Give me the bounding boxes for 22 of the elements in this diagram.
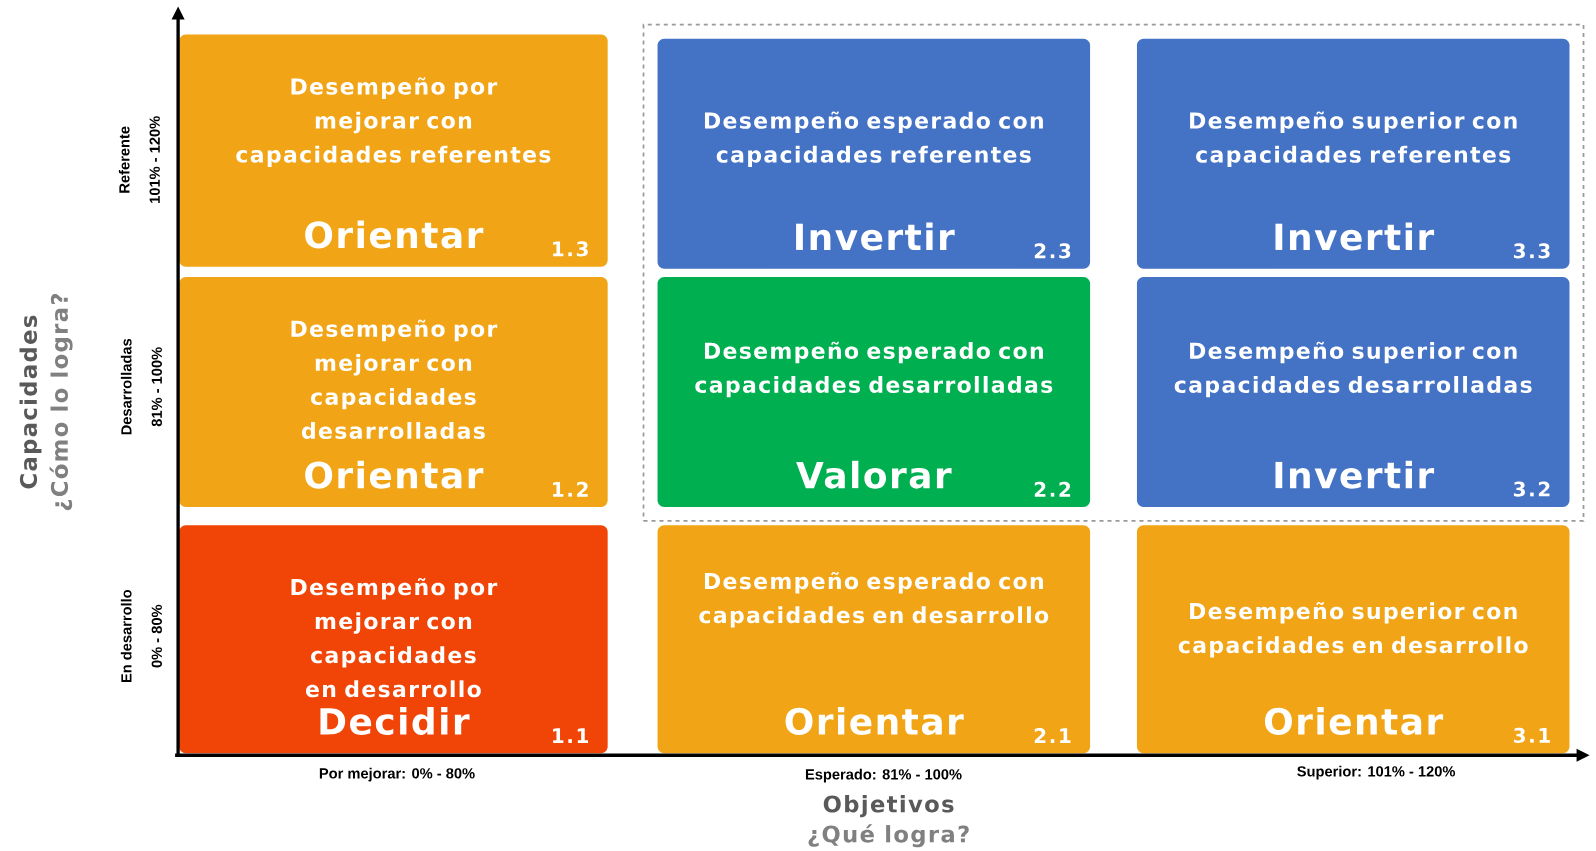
- quadrant-box: Desempeño esperado con capacidades referentes Invertir 2.3: [657, 38, 1091, 269]
- dashed-frame: [642, 23, 1585, 522]
- quadrant-box: Desempeño esperado con capacidades en desarrollo Orientar 2.1: [657, 525, 1091, 754]
- axis-label: 81% - 100%: [151, 347, 162, 427]
- axis-label: Por mejorar: 0% - 80%: [319, 767, 475, 782]
- quadrant-box: Desempeño por mejorar con capacidades referentes Orientar 1.3: [179, 34, 608, 267]
- axis-title: Objetivos: [823, 795, 954, 818]
- axis-title: ¿Cómo lo logra?: [49, 294, 73, 511]
- axis-label: En desarrollo: [120, 589, 132, 683]
- axis-title: ¿Qué logra?: [808, 824, 969, 848]
- quadrant-box: Desempeño superior con capacidades desarrolladas Invertir 3.2: [1136, 276, 1570, 507]
- axis-title: Capacidades: [19, 315, 42, 489]
- quadrant-box: Desempeño esperado con capacidades desarrolladas Valorar 2.2: [657, 276, 1091, 507]
- quadrant-box: Desempeño por mejorar con capacidades desarrolladas Orientar 1.2: [179, 276, 608, 507]
- quadrant-box: Desempeño superior con capacidades en desarrollo Orientar 3.1: [1136, 525, 1570, 754]
- axis-label: 0% - 80%: [151, 604, 162, 668]
- quadrant-box: Desempeño superior con capacidades referentes Invertir 3.3: [1136, 38, 1570, 269]
- axis-label: Desarrolladas: [120, 338, 132, 435]
- axis-label: Esperado: 81% - 100%: [805, 768, 962, 783]
- axis-label: 101% - 120%: [149, 116, 160, 203]
- axis-label: Referente: [118, 126, 130, 193]
- quadrant-box: Desempeño por mejorar con capacidades en desarrollo Decidir 1.1: [179, 525, 608, 754]
